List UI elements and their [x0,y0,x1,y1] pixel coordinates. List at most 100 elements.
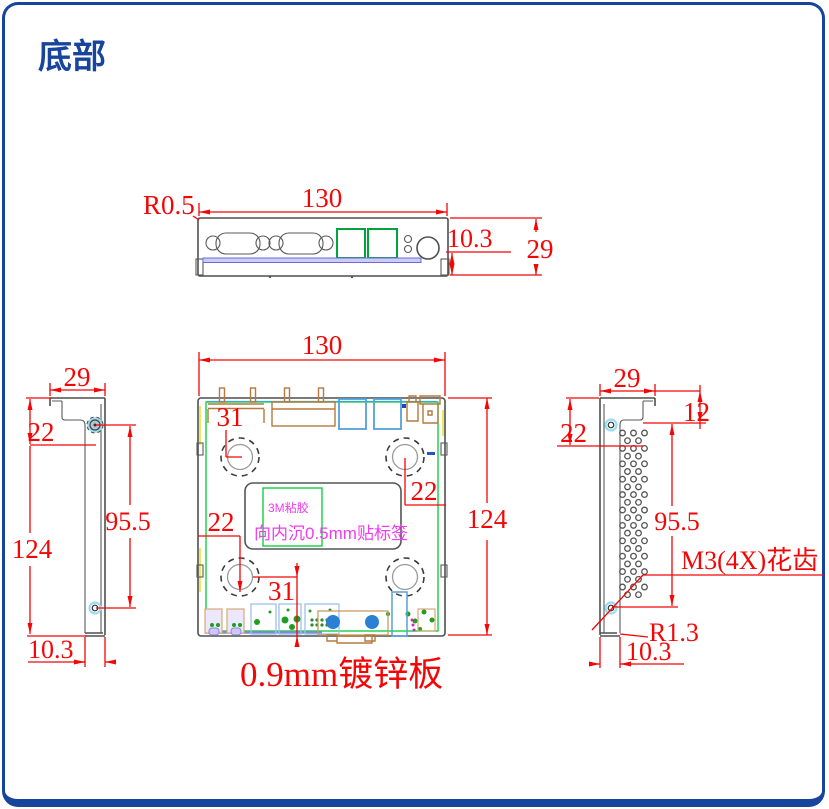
vent-hole [630,506,637,514]
right-bottom-hole [604,601,618,615]
left-side-view: 29 22 124 95.5 10.3 [12,362,151,667]
vent-hole [619,568,626,576]
vent-hole [641,552,648,560]
vent-hole [641,429,648,437]
dim-left-height: 124 [12,534,53,564]
label-text-1: 3M粘胶 [268,500,309,515]
bottom-view-dimensions: 130 124 31 22 22 31 [198,330,508,647]
vent-hole [641,506,648,514]
vent-hole [624,514,631,522]
dim-foot-right-offset: 22 [411,476,438,506]
dim-left-hole-span: 95.5 [105,507,151,536]
dsub-footprint-2 [271,401,336,427]
label-text-2: 向内沉0.5mm贴标签 [254,524,408,543]
ethernet-footprint-1 [338,398,367,430]
right-view-dimensions: 29 12 22 95.5 M3(4X)花齿 R1.3 10.3 [557,363,824,668]
vent-hole [619,552,626,560]
dim-foot-left-offset: 22 [208,507,235,537]
left-profile-outline [49,397,106,637]
pad-dot-row [310,618,329,627]
label-area: 3M粘胶 向内沉0.5mm贴标签 [244,482,408,550]
ethernet-footprint-2 [373,398,402,430]
vent-hole [624,560,631,568]
vent-hole [635,560,642,568]
dim-bottom-width: 130 [302,330,343,360]
dim-right-step: 12 [683,397,710,427]
dim-left-flange: 29 [64,362,91,392]
vent-hole [635,514,642,522]
vent-hole [641,521,648,529]
dim-bottom-height: 124 [467,504,508,534]
left-view-dimensions: 29 22 124 95.5 10.3 [12,362,151,667]
callout-bend-radius: R1.3 [649,618,699,647]
vent-hole [624,545,631,552]
vent-hole [630,460,637,468]
audio-jack-footprint [406,395,419,422]
vent-hole [624,498,631,506]
ethernet-port-cutout-2 [367,228,398,259]
vent-hole [619,537,626,545]
vent-hole [619,521,626,529]
dim-foot-bottom-offset: 31 [268,576,295,606]
dsub-connector-2 [268,232,334,255]
vent-hole [619,506,626,514]
screw-boss-left [326,615,340,629]
vent-hole [630,537,637,545]
vent-hole [619,583,626,591]
top-connector-footprints [207,387,441,430]
vent-hole [641,568,648,576]
page-title: 底部 [38,38,106,76]
vent-hole [641,460,648,468]
bottom-edge-components [204,591,436,644]
dim-foot-top-offset: 31 [217,402,244,432]
led-hole-2 [403,244,413,254]
front-right-tab [440,258,450,276]
pcb-edge-line [202,257,422,263]
dim-left-screw-offset: 22 [28,417,55,447]
vent-hole [624,437,631,445]
vent-hole [641,444,648,452]
side-tab [196,442,204,456]
vent-hole [630,568,637,576]
dim-front-width: 130 [302,183,343,213]
dim-front-corner-radius: R0.5 [143,190,195,220]
dc-jack-hole [416,236,440,260]
vent-hole [619,491,626,499]
vent-hole [630,429,637,437]
dim-left-lip: 10.3 [28,635,74,664]
vent-hole [641,583,648,591]
vent-hole [635,483,642,491]
dim-right-lip: 10.3 [626,637,672,666]
panel-dot [268,275,272,279]
vent-hole [624,575,631,583]
led-hole-1 [403,234,413,244]
dc-jack-footprint [419,395,441,424]
right-profile-inner [603,400,653,633]
vent-hole [635,498,642,506]
ethernet-port-cutout-1 [336,228,366,259]
dsub-footprint-1 [207,403,265,423]
vent-hole [635,591,642,599]
vent-hole [619,475,626,483]
vent-hole [630,475,637,483]
right-profile-outline [599,397,656,637]
dim-right-hole-span: 95.5 [654,507,700,536]
bottom-tabs [326,634,376,644]
right-top-hole [604,418,618,432]
dim-front-pcb-offset: 10.3 [447,224,493,253]
material-caption: 0.9mm镀锌板 [240,655,443,694]
front-view-dimensions: 130 R0.5 29 10.3 [143,183,554,276]
vent-hole [635,575,642,583]
pad-dots-magenta [410,618,416,632]
front-view: 130 R0.5 29 10.3 [143,183,554,279]
vent-hole [624,483,631,491]
vent-hole [635,545,642,552]
side-tab [196,564,204,578]
dim-right-screw-offset: 22 [560,418,587,448]
component-dot [402,404,406,408]
usb-footprint [317,610,389,636]
label-green-box [262,487,323,547]
panel-dot [350,275,354,279]
